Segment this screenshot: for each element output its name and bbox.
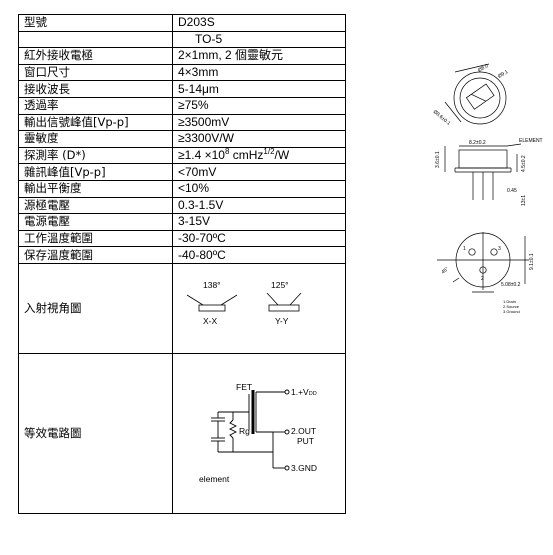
pkg-pin-label-1: 1.Drain: [503, 299, 516, 304]
row-key: 探測率 (D*): [18, 146, 173, 165]
table-row: 輸出平衡度<10%: [18, 179, 346, 198]
table-row: TO-5: [18, 30, 346, 49]
element-label: element: [199, 474, 230, 484]
pkg-pin-num-2: 2: [481, 276, 484, 282]
pkg-angle: 45°: [440, 266, 450, 275]
row-key: 靈敏度: [18, 130, 173, 148]
row-value: 3-15V: [172, 213, 346, 231]
row-key: 型號: [18, 14, 173, 32]
row-key: 雜訊峰值[Vp-p]: [18, 163, 173, 181]
row-key: [18, 30, 173, 49]
row-value: 5-14μm: [172, 80, 346, 98]
row-value: ≥75%: [172, 96, 346, 115]
row-key: 窗口尺寸: [18, 63, 173, 82]
pkg-dim-right: 4.5±0.2: [521, 155, 527, 172]
row-value: 4×3mm: [172, 63, 346, 82]
circuit-label: 等效電路圖: [18, 352, 173, 514]
row-value: D203S: [172, 14, 346, 32]
table-row: 雜訊峰值[Vp-p]<70mV: [18, 163, 346, 181]
pin1-label: 1.+VDD: [291, 387, 317, 397]
pkg-dim-side: Ø8.6±0.1: [432, 109, 452, 127]
row-value: -30-70ºC: [172, 229, 346, 248]
angle-x-label: 138°: [203, 280, 221, 290]
pkg-pin-label-3: 3.Ground: [503, 309, 520, 314]
pkg-dim-height: 3.6±0.1: [435, 151, 441, 168]
y-y-label: Y-Y: [275, 316, 289, 326]
pkg-dim-pitch: 9.1±0.1: [529, 253, 535, 270]
row-value: ≥3500mV: [172, 113, 346, 132]
row-key: 源極電壓: [18, 196, 173, 215]
row-key: 工作溫度範圍: [18, 229, 173, 248]
row-value: 0.3-1.5V: [172, 196, 346, 215]
viewing-angle-diagram: 138° X-X 125° Y-Y: [186, 280, 302, 326]
package-drawing: Ø8.0 Ø9.1 Ø8.6±0.1 3.6±0.1 8.2±0.2 ELEME…: [432, 63, 543, 314]
row-value: 2×1mm, 2 個靈敏元: [172, 47, 346, 65]
viewing-angle-label: 入射視角圖: [18, 262, 173, 354]
pkg-pin-num-3: 3: [498, 246, 501, 252]
pkg-pin-label-2: 2.Source: [503, 304, 520, 309]
row-key: 保存溫度範圍: [18, 246, 173, 264]
row-key: 電源電壓: [18, 213, 173, 231]
angle-y-label: 125°: [271, 280, 289, 290]
row-value: -40-80ºC: [172, 246, 346, 264]
pkg-dim-lead: 13±1: [521, 195, 527, 206]
pkg-label-element: ELEMENT: [519, 138, 543, 144]
pkg-dim-bottom: 5.08±0.2: [501, 282, 521, 288]
pkg-dim-window: Ø9.1: [497, 69, 510, 80]
pkg-pin-num-1: 1: [463, 246, 466, 252]
pin3-label: 3.GND: [291, 463, 317, 473]
row-key: 接收波長: [18, 80, 173, 98]
table-row: 保存溫度範圍-40-80ºC: [18, 246, 346, 264]
row-value: TO-5: [172, 30, 346, 49]
row-value: <10%: [172, 179, 346, 198]
fet-label: FET: [236, 382, 252, 392]
row-key: 透過率: [18, 96, 173, 115]
circuit-diagram-cell: FET 1.+VDD 2.OUT PUT 3.GND Rg element: [172, 352, 346, 514]
pin2-label: 2.OUT: [291, 426, 316, 436]
equivalent-circuit-diagram: FET 1.+VDD 2.OUT PUT 3.GND Rg element: [199, 382, 317, 484]
row-key: 輸出平衡度: [18, 179, 173, 198]
table-row: 工作溫度範圍-30-70ºC: [18, 229, 346, 248]
pkg-dim-body: 8.2±0.2: [469, 140, 486, 146]
table-row: 透過率≥75%: [18, 96, 346, 115]
table-row: 輸出信號峰值[Vp-p]≥3500mV: [18, 113, 346, 132]
row-key: 紅外接收電極: [18, 47, 173, 65]
table-row: 探測率 (D*)≥1.4 ×108 cmHz1/2/W: [18, 146, 346, 165]
viewing-angle-row: 入射視角圖 138° X-X 125° Y-Y: [18, 262, 346, 354]
viewing-angle-diagram-cell: 138° X-X 125° Y-Y: [172, 262, 346, 354]
row-key: 輸出信號峰值[Vp-p]: [18, 113, 173, 132]
circuit-row: 等效電路圖: [18, 352, 346, 514]
row-value: ≥1.4 ×108 cmHz1/2/W: [172, 146, 346, 165]
table-row: 靈敏度≥3300V/W: [18, 130, 346, 148]
row-value: <70mV: [172, 163, 346, 181]
pkg-dim-pin: 0.45: [507, 188, 517, 194]
pkg-dim-top: Ø8.0: [477, 63, 490, 74]
x-x-label: X-X: [203, 316, 218, 326]
row-value: ≥3300V/W: [172, 130, 346, 148]
pin2-label-2: PUT: [297, 436, 314, 446]
rg-label: Rg: [239, 426, 250, 436]
